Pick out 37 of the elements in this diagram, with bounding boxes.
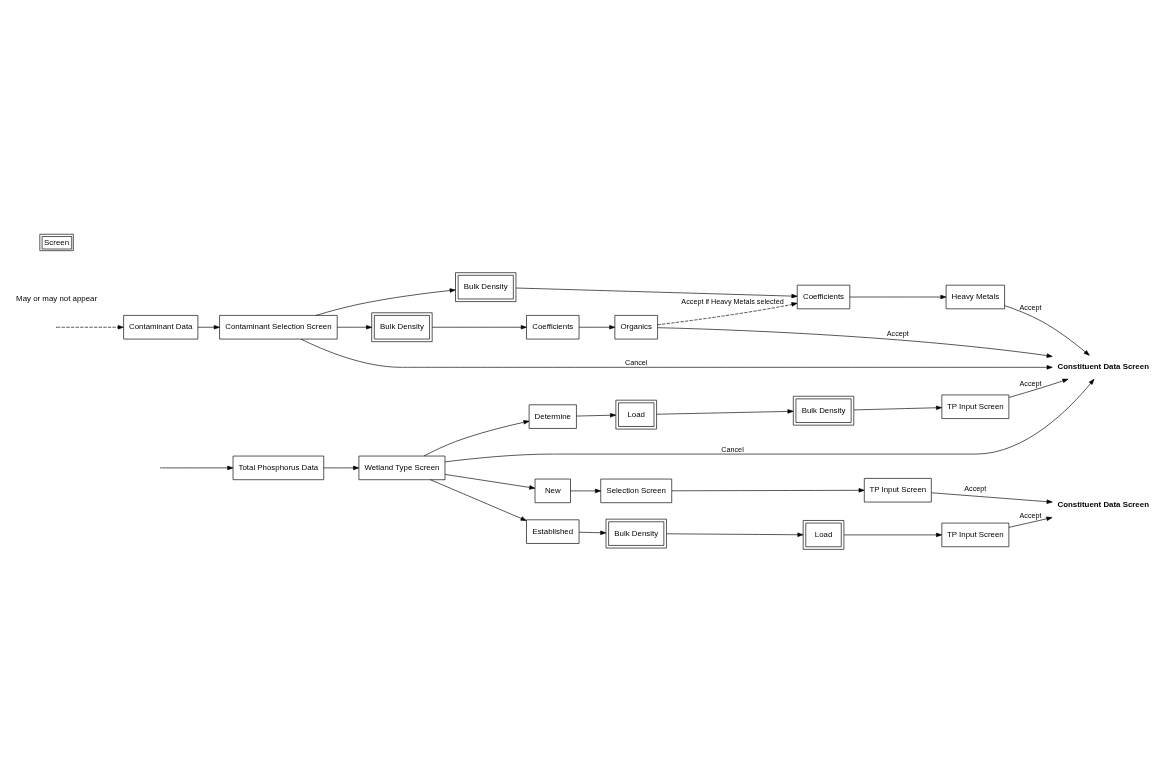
edge-label: Cancel: [721, 444, 744, 454]
edge-label: Accept: [1019, 510, 1042, 520]
arrow: [657, 301, 798, 325]
arrow: [576, 412, 617, 417]
arrow: [1008, 516, 1053, 528]
arrow: [197, 324, 220, 329]
arrow: [657, 326, 1053, 358]
arrow: [849, 294, 947, 299]
arrow: [671, 487, 865, 492]
arrow: [323, 465, 360, 470]
arrow: [423, 419, 530, 456]
arrow: [315, 287, 456, 316]
edge-label: Accept: [1019, 302, 1042, 312]
arrow: [853, 405, 942, 410]
edge-label: Cancel: [624, 357, 648, 367]
arrow: [843, 532, 942, 537]
arrow: [656, 408, 794, 415]
arrow: [300, 338, 1053, 369]
arrow: [161, 465, 234, 470]
arrow: [1008, 378, 1069, 398]
arrow: [432, 324, 527, 329]
edge-label: Accept: [1019, 378, 1042, 388]
edge-label: Accept: [886, 328, 909, 338]
arrow: [444, 378, 1095, 462]
arrow: [336, 324, 373, 329]
edge-label: Accept if Heavy Metals selected: [681, 296, 784, 306]
arrow: [57, 324, 124, 329]
arrow: [515, 287, 798, 298]
arrow: [578, 324, 616, 329]
arrow: [430, 478, 527, 521]
arrow: [931, 491, 1053, 504]
arrow: [444, 473, 536, 490]
arrow: [570, 488, 601, 493]
edge-label: Accept: [964, 483, 987, 493]
arrow: [666, 532, 804, 537]
arrow: [578, 530, 607, 535]
arrow: [1004, 304, 1090, 356]
